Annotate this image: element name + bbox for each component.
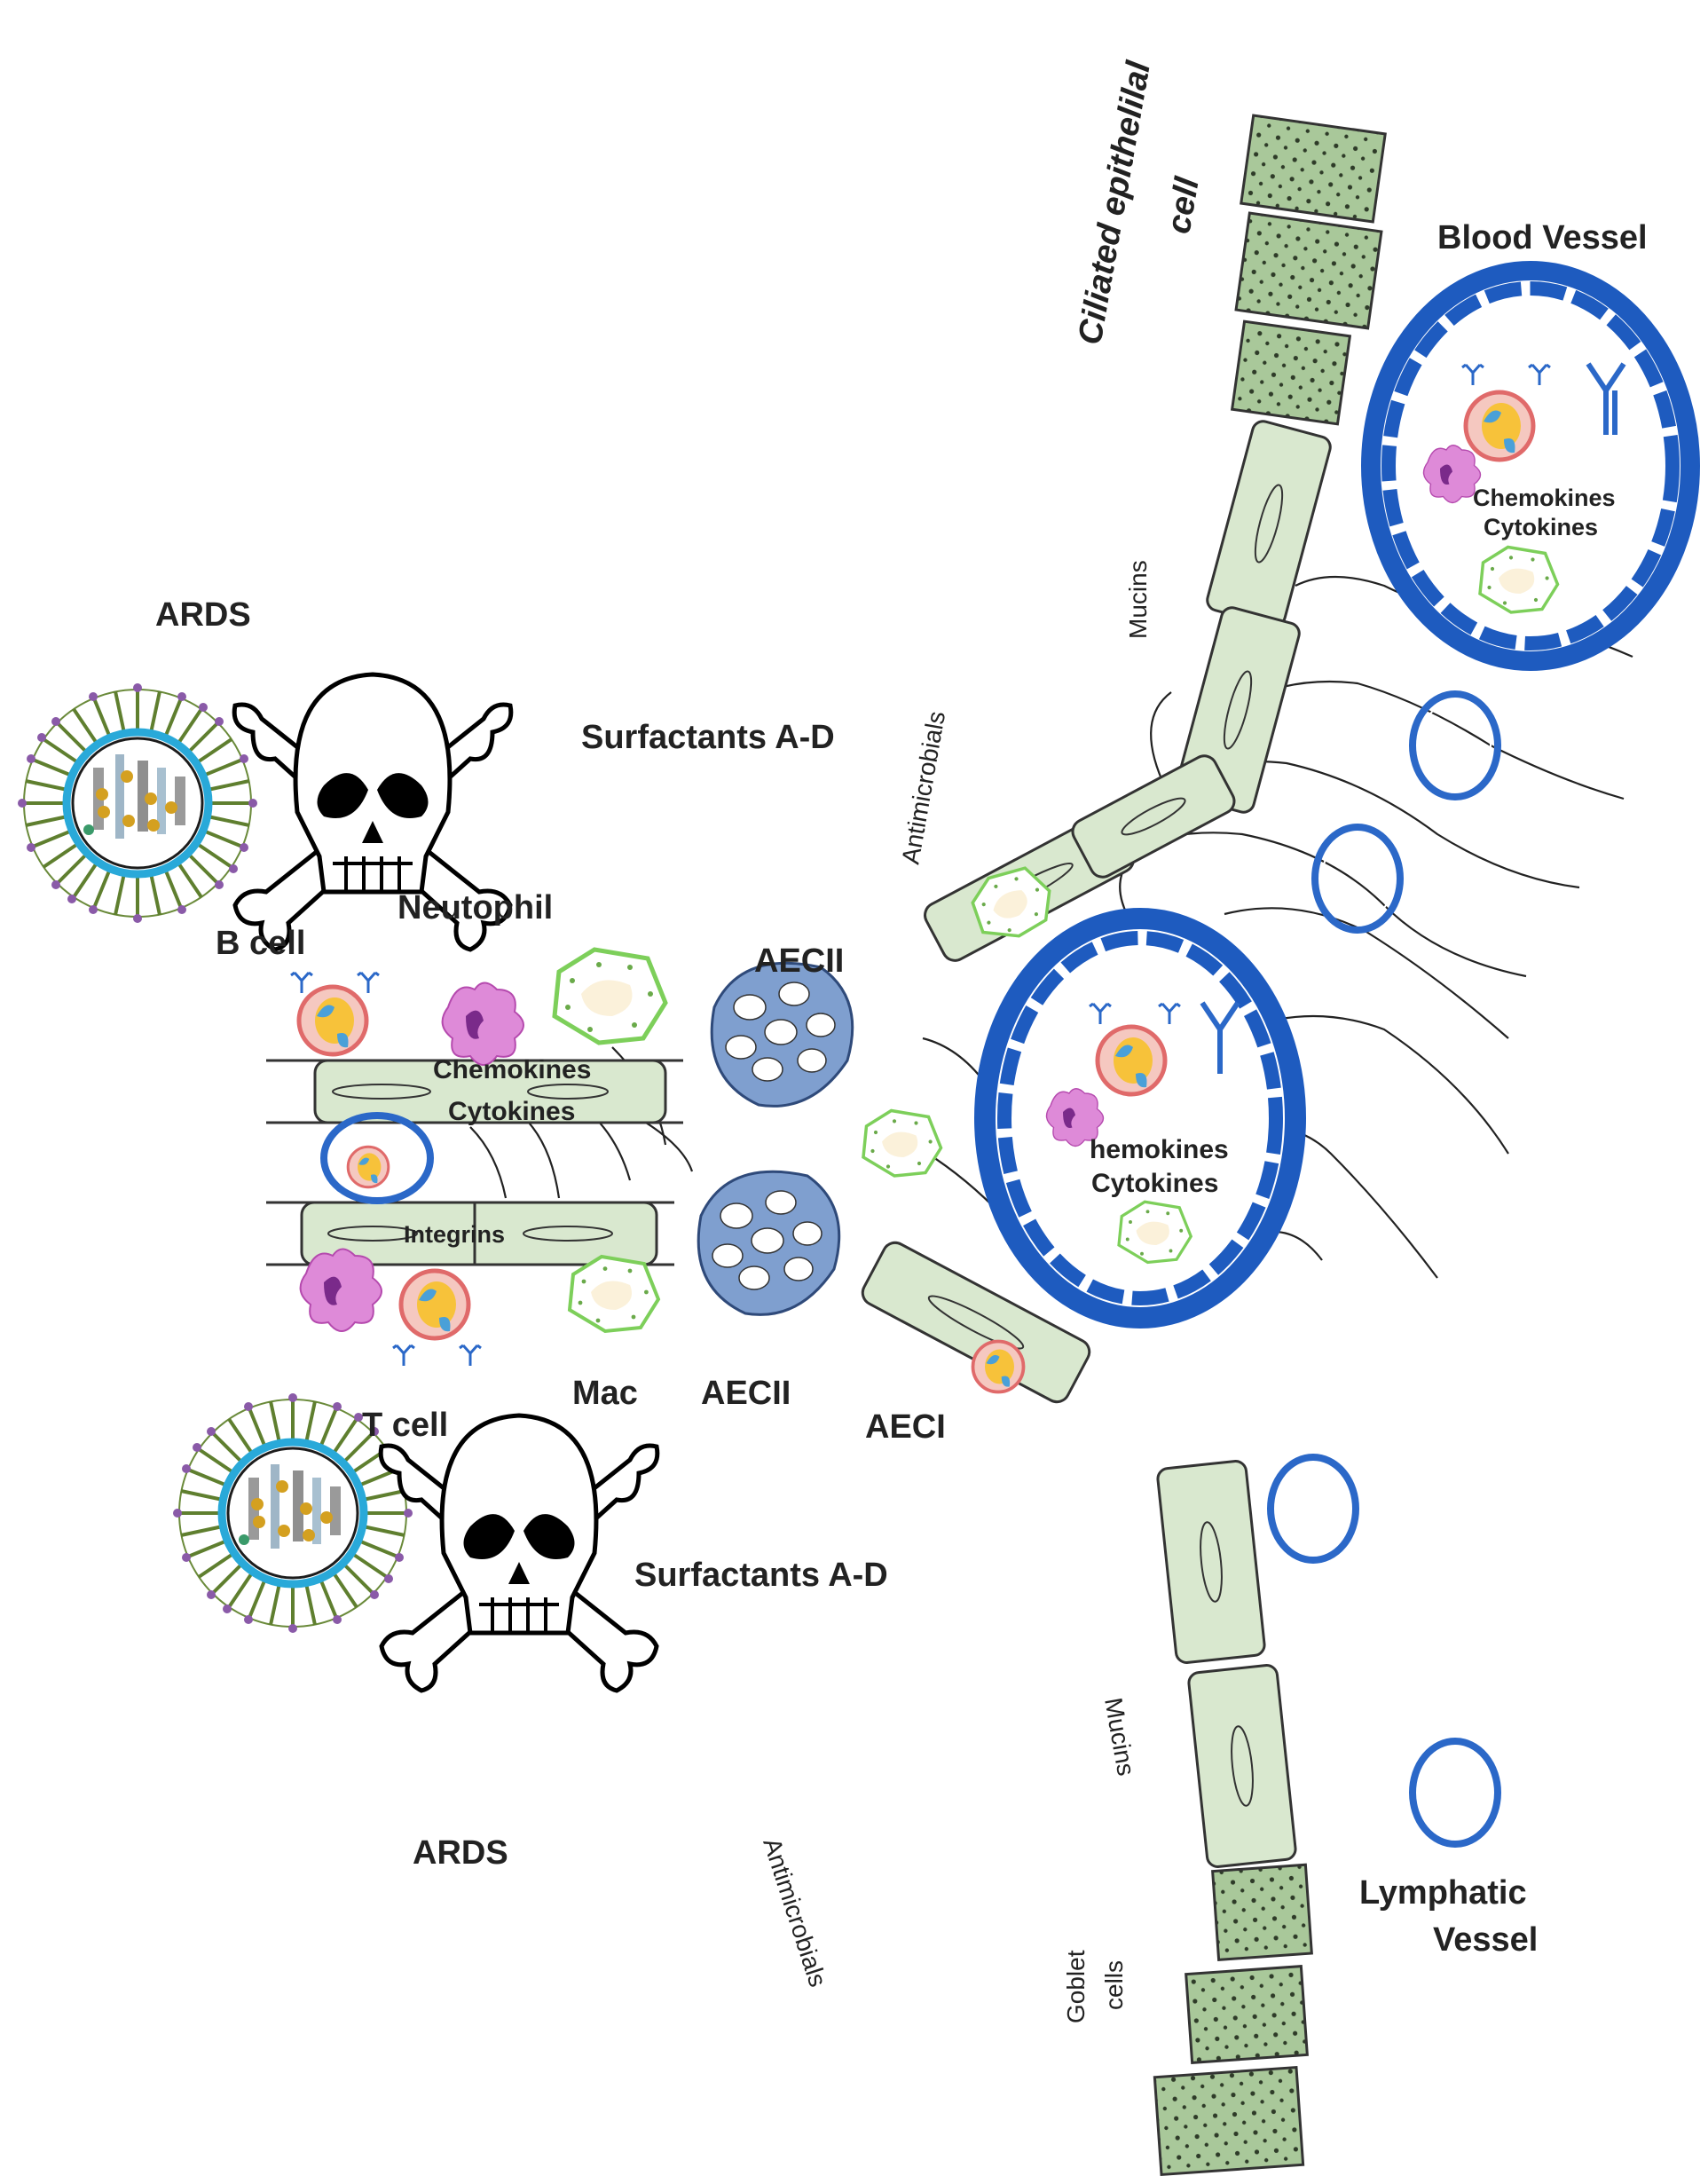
t-cell-label: T cell [362, 1407, 448, 1444]
ards-top-label: ARDS [155, 596, 251, 634]
aecii-top-label: AECII [754, 942, 844, 980]
aecii-cell-lower [697, 1170, 841, 1316]
chemokines-left-label: Chemokines [433, 1055, 591, 1084]
goblet-label-line1: Goblet [1062, 1950, 1090, 2023]
aecii-bottom-label: AECII [701, 1375, 791, 1412]
ciliated-label-line1: Ciliated epithelilal [1072, 58, 1159, 348]
macrophage-middle [862, 1108, 943, 1178]
mucins-bottom-label: Mucins [1099, 1696, 1140, 1778]
cytokines-left-label: Cytokines [448, 1097, 575, 1126]
chemokines-vessel2-label: hemokines [1090, 1135, 1229, 1164]
virus-particle-top [18, 683, 257, 923]
mucins-top-label: Mucins [1124, 560, 1152, 639]
lymphatic-vessel-left [320, 1112, 434, 1204]
t-cell-aeci [971, 1339, 1026, 1394]
lymphatic-label-line2: Vessel [1433, 1921, 1538, 1959]
blood-vessel-upper [1361, 261, 1700, 671]
neutophil-label: Neutophil [397, 889, 553, 926]
surfactants-bottom-label: Surfactants A-D [634, 1557, 888, 1594]
integrins-label: Integrins [404, 1221, 505, 1248]
cytokines-vessel1-label: Cytokines [1484, 514, 1598, 540]
macrophage-lower [570, 1257, 658, 1331]
lymphatic-label-line1: Lymphatic [1359, 1874, 1527, 1912]
b-cell [299, 987, 366, 1054]
lymphatic-vessel-4 [1413, 1741, 1498, 1844]
cytokines-vessel2-label: Cytokines [1091, 1169, 1218, 1198]
macrophage-upper [555, 950, 665, 1043]
aecii-cell-upper [710, 961, 854, 1108]
lymphatic-vessel-1 [1413, 694, 1498, 797]
lower-airway-epithelium [861, 1241, 1313, 2177]
upper-airway-epithelium [924, 114, 1387, 962]
b-cell-label: B cell [216, 925, 305, 962]
skull-crossbones-bottom-icon [381, 1415, 657, 1691]
left-bronchiole [266, 1059, 683, 1266]
surfactants-top-label: Surfactants A-D [581, 719, 835, 756]
lymphatic-vessel-3 [1271, 1457, 1356, 1560]
blood-vessel-middle [974, 908, 1306, 1329]
ards-bottom-label: ARDS [413, 1834, 508, 1872]
goblet-label-line2: cells [1100, 1960, 1128, 2010]
neutrophil-lower [299, 1248, 382, 1332]
lymphatic-vessel-2 [1315, 827, 1400, 930]
mac-label: Mac [572, 1375, 638, 1412]
chemokines-vessel1-label: Chemokines [1473, 485, 1616, 511]
blood-vessel-label: Blood Vessel [1437, 219, 1648, 256]
neutrophil-upper [441, 982, 524, 1066]
antimicrobials-bottom-label: Antimicrobials [758, 1834, 831, 1990]
antimicrobials-top-label: Antimicrobials [896, 709, 950, 866]
aeci-label: AECI [865, 1408, 946, 1446]
ciliated-label-line2: cell [1161, 173, 1208, 236]
t-cell [401, 1271, 468, 1338]
